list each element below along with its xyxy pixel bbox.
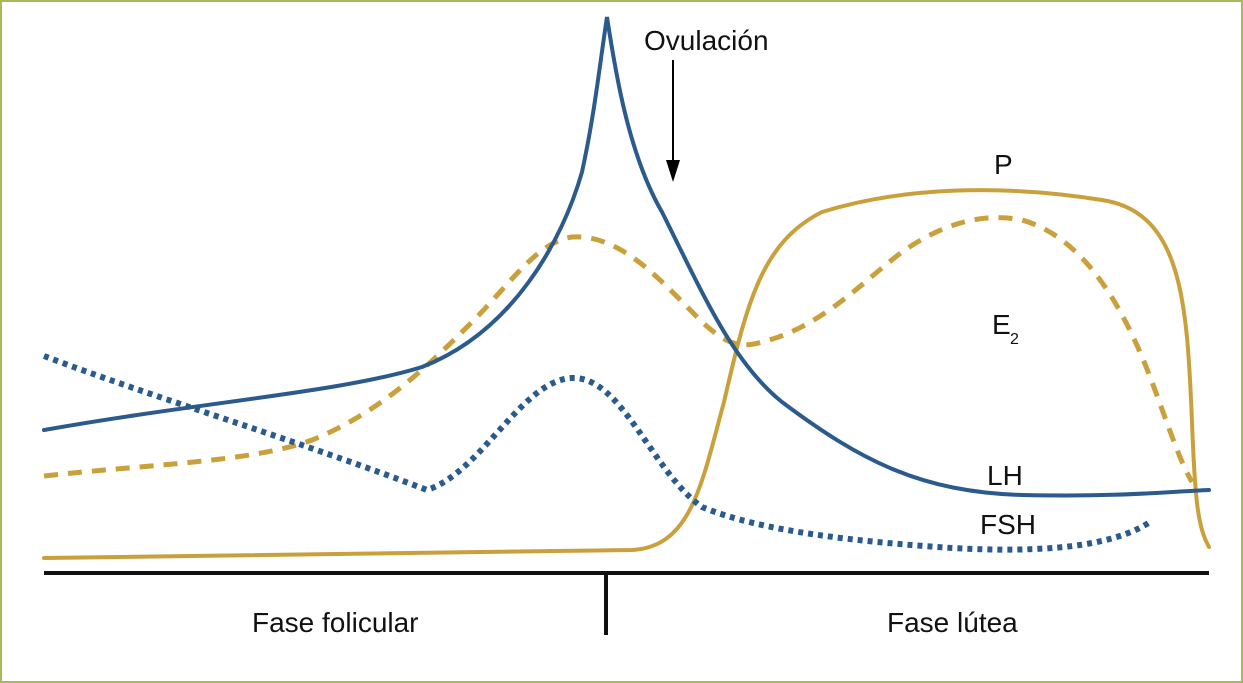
fsh-curve <box>42 353 1152 553</box>
lh-label: LH <box>987 460 1023 491</box>
progesterone-label: P <box>994 149 1013 180</box>
luteal-phase-label: Fase lútea <box>887 607 1018 638</box>
lh-curve <box>42 16 1211 498</box>
ovulation-arrow-head <box>666 160 680 182</box>
fsh-label: FSH <box>980 509 1036 540</box>
progesterone-curve <box>42 188 1211 560</box>
estradiol-label: E <box>992 309 1011 340</box>
estradiol-subscript: 2 <box>1010 331 1019 348</box>
estradiol-curve <box>43 215 1195 484</box>
follicular-phase-label: Fase folicular <box>252 607 419 638</box>
ovulation-label: Ovulación <box>644 25 769 56</box>
